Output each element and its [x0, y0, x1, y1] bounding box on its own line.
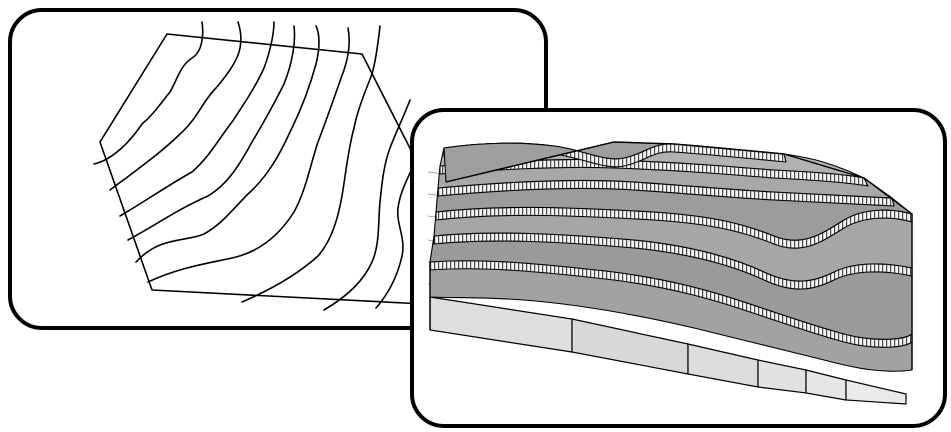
- map-boundary: [99, 33, 425, 305]
- contour-line: [375, 163, 415, 309]
- terrace-model-panel: [410, 108, 947, 428]
- block-outline: [429, 141, 913, 370]
- terrace-plateau: [443, 141, 675, 183]
- contour-line: [147, 27, 350, 283]
- contour-line: [109, 21, 242, 191]
- contour-map-svg: [93, 21, 425, 311]
- contour-line: [93, 21, 204, 165]
- contour-line: [241, 25, 381, 303]
- terrace-model-svg: [427, 141, 913, 405]
- contour-line: [127, 25, 296, 241]
- contour-line: [323, 99, 411, 311]
- base-block: [429, 296, 907, 405]
- contour-line: [119, 21, 275, 217]
- contour-line: [135, 25, 320, 263]
